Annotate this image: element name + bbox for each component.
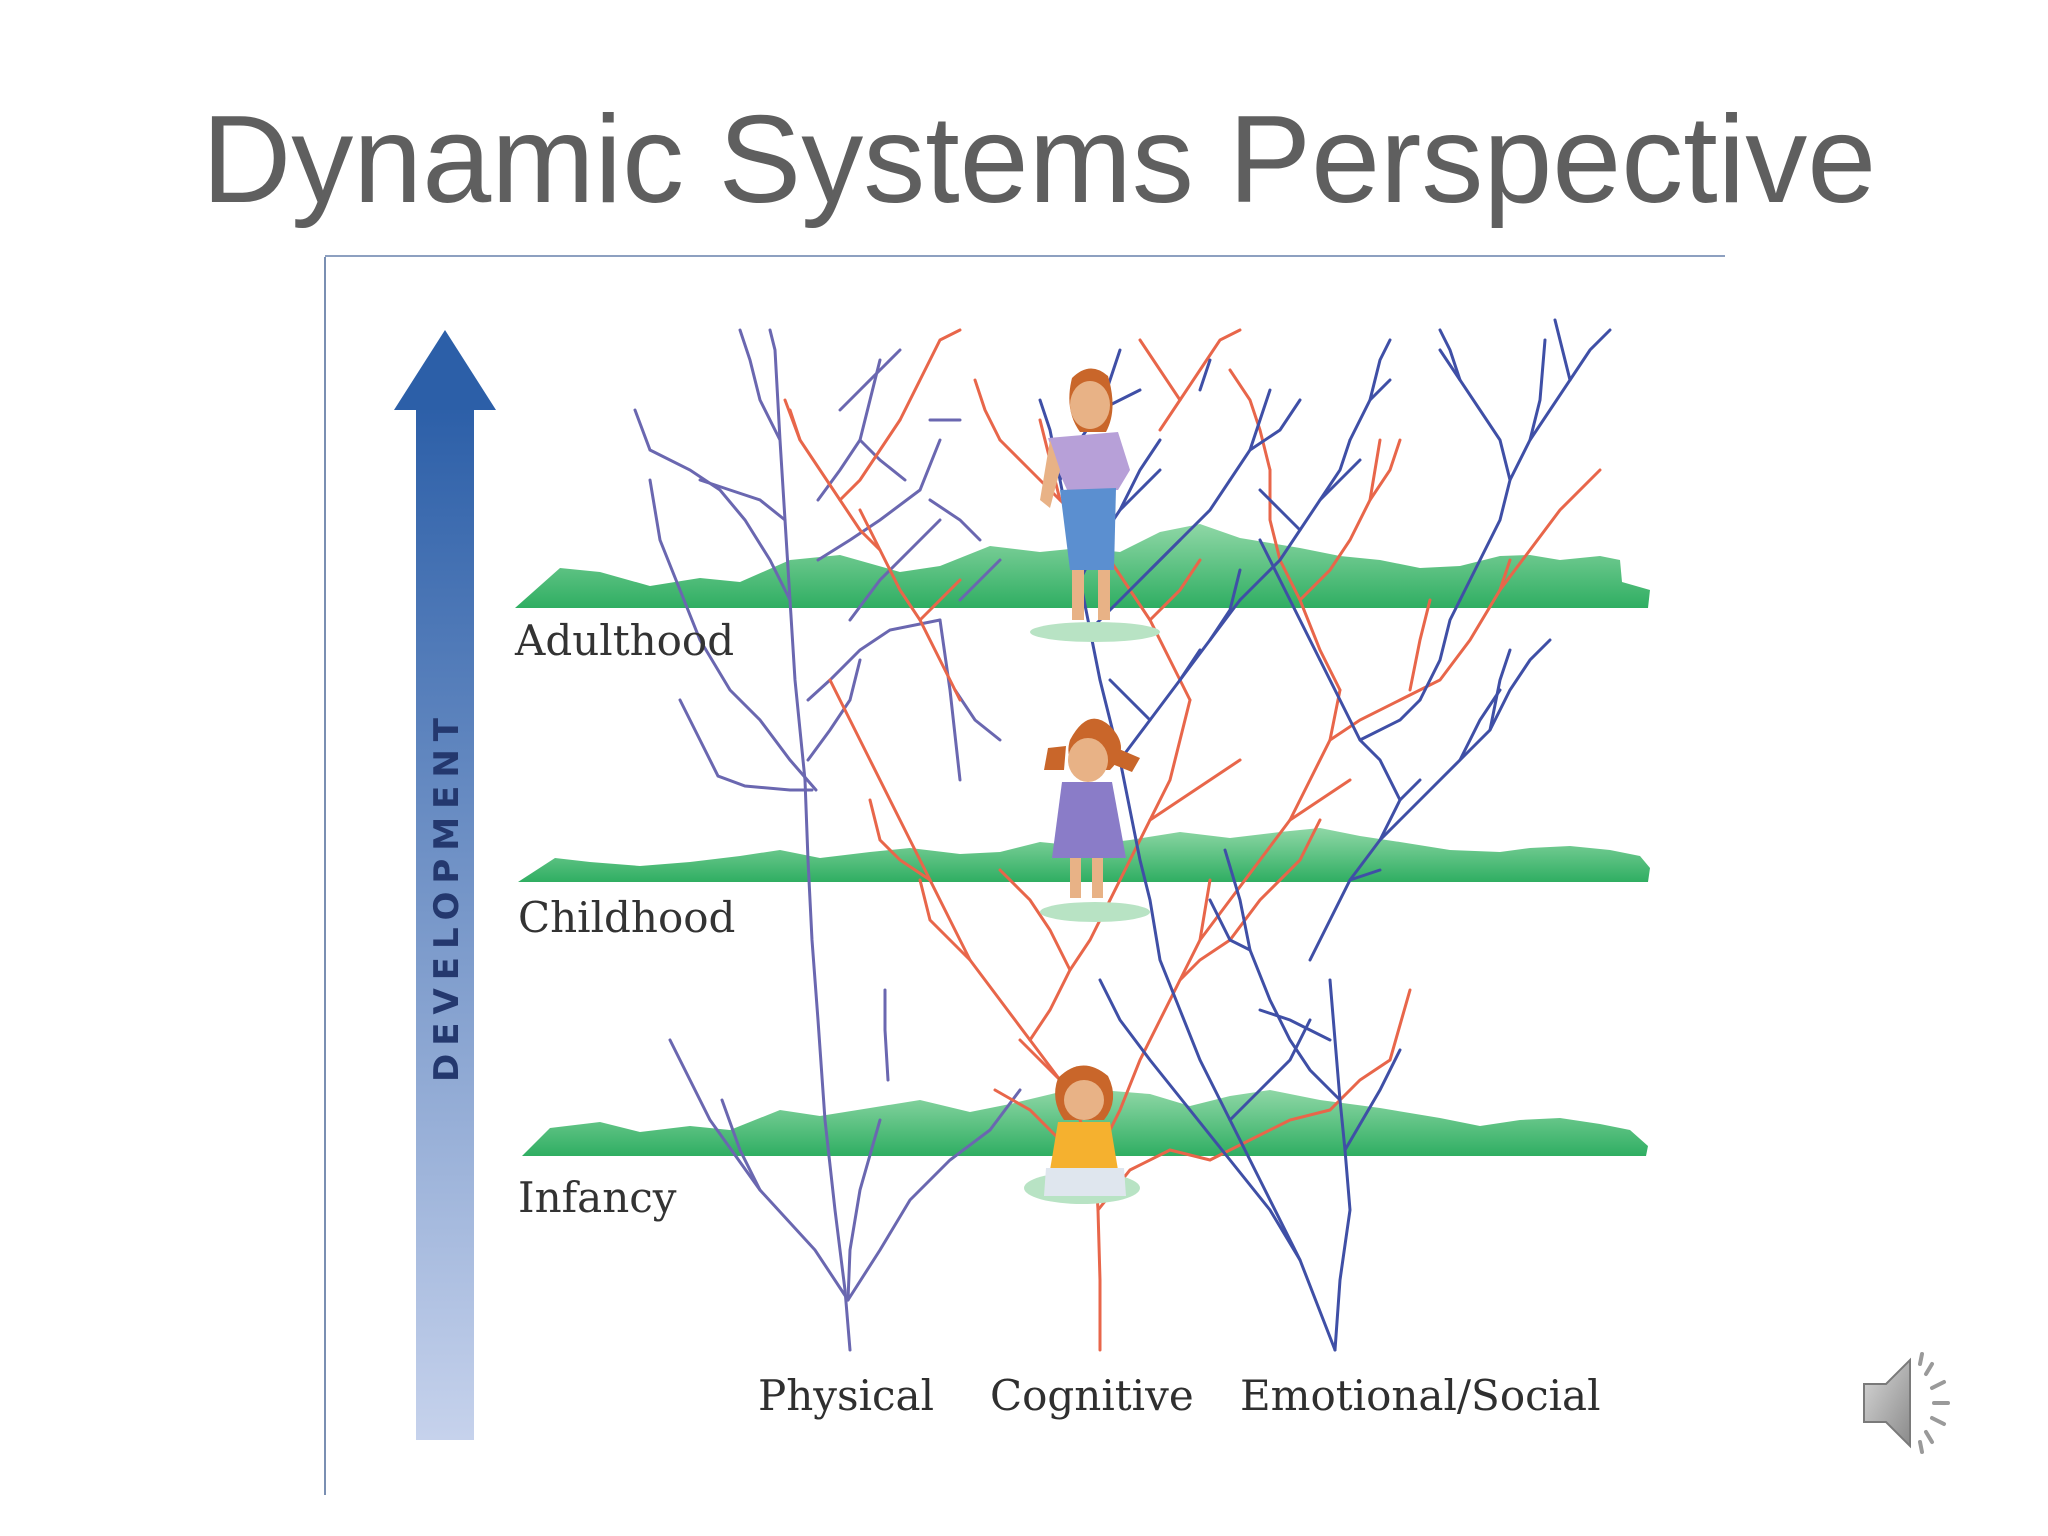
domain-label-cognitive: Cognitive bbox=[990, 1371, 1194, 1420]
domain-label-emotional-social: Emotional/Social bbox=[1240, 1371, 1601, 1420]
frame-border bbox=[324, 257, 326, 1495]
adult-figure bbox=[1030, 368, 1160, 642]
emotional-social-branches bbox=[1038, 318, 1612, 1352]
stage-label-adulthood: Adulthood bbox=[514, 616, 734, 665]
development-axis-label: DEVELOPMENT bbox=[427, 710, 467, 1082]
stage-label-childhood: Childhood bbox=[518, 893, 735, 942]
title-divider bbox=[325, 255, 1725, 257]
slide-title: Dynamic Systems Perspective bbox=[201, 91, 1877, 229]
stage-label-infancy: Infancy bbox=[518, 1173, 677, 1222]
speaker-icon[interactable] bbox=[1858, 1348, 1968, 1458]
child-figure bbox=[1040, 718, 1150, 922]
development-arrow bbox=[394, 330, 496, 1440]
physical-branches bbox=[633, 328, 1022, 1352]
domain-label-physical: Physical bbox=[758, 1371, 934, 1420]
infant-figure bbox=[1024, 1065, 1140, 1204]
